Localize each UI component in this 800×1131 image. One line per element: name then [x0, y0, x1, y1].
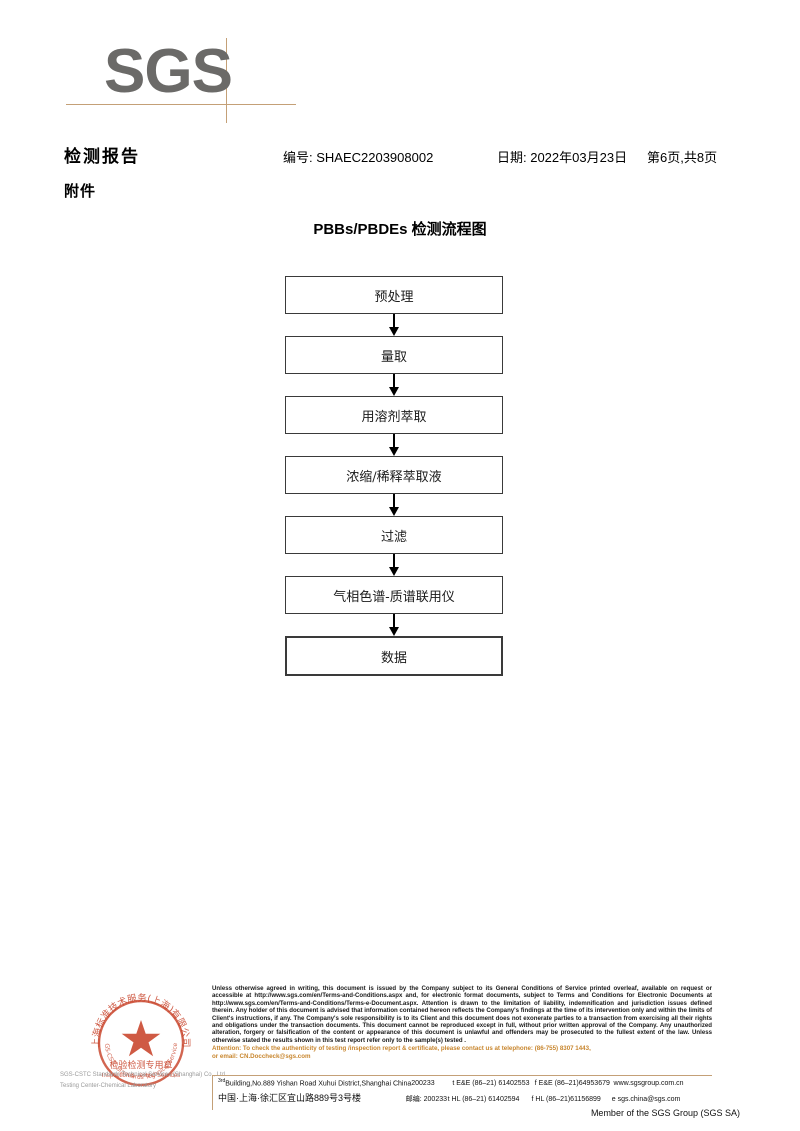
page-title: 检测报告 — [64, 147, 140, 166]
tel-en-1: t E&E (86–21) 61402553 — [452, 1080, 530, 1088]
flow-node-1: 预处理 — [285, 276, 503, 314]
svg-text:检验检测专用章: 检验检测专用章 — [109, 1059, 172, 1071]
seal-underlay-text: SGS-CSTC Standards Technical Services (S… — [60, 1070, 235, 1092]
logo-vertical-rule — [226, 38, 227, 123]
flow-arrow-6 — [285, 614, 503, 636]
flow-arrow-4 — [285, 494, 503, 516]
zip-cn: 邮编: 200233 — [405, 1096, 447, 1103]
address-row-en: 3rdBuilding,No.889 Yishan Road Xuhui Dis… — [212, 1078, 712, 1091]
flow-node-7-label: 数据 — [380, 650, 407, 666]
tel-cn-2: f HL (86–21)61156899 — [531, 1096, 601, 1103]
address-en: 3rdBuilding,No.889 Yishan Road Xuhui Dis… — [212, 1078, 411, 1087]
website-url: www.sgsgroup.com.cn — [613, 1080, 684, 1088]
sgs-logo-text: SGS — [104, 37, 233, 106]
attachment-label: 附件 — [64, 183, 97, 200]
company-seal-stamp: 上海标准技术服务(上海)有限公司 SGS-CSTC Standards Tech… — [60, 988, 227, 1098]
footer-address-block: 3rdBuilding,No.889 Yishan Road Xuhui Dis… — [212, 1075, 712, 1110]
flow-node-6-label: 气相色谱-质谱联用仪 — [333, 589, 455, 605]
flow-arrow-3 — [285, 434, 503, 456]
address-divider — [212, 1076, 213, 1110]
flow-node-1-label: 预处理 — [374, 289, 414, 305]
attention-line-2: or email: CN.Doccheck@sgs.com — [212, 1052, 311, 1060]
flow-node-2: 量取 — [285, 336, 503, 374]
flow-node-6: 气相色谱-质谱联用仪 — [285, 576, 503, 614]
report-date: 日期: 2022年03月23日 — [497, 150, 628, 165]
tel-cn-1: t HL (86–21) 61402594 — [447, 1096, 520, 1103]
email-address: e sgs.china@sgs.com — [611, 1096, 681, 1103]
flow-node-4-label: 浓缩/稀释萃取液 — [346, 469, 442, 485]
address-en-ordinal: 3rd — [218, 1078, 226, 1084]
seal-underlay-line-1: SGS-CSTC Standards Technical Services (S… — [60, 1072, 227, 1078]
svg-text:Inspection & Testing Services: Inspection & Testing Services — [102, 1073, 180, 1079]
sgs-logo: SGS — [66, 37, 296, 123]
zip-en: 200233 — [411, 1080, 435, 1088]
attention-notice: Attention: To check the authenticity of … — [212, 1045, 712, 1060]
logo-horizontal-rule — [66, 104, 296, 105]
disclaimer-text: Unless otherwise agreed in writing, this… — [212, 985, 712, 1044]
seal-underlay-line-2: Testing Center-Chemical Laboratory — [60, 1083, 157, 1089]
flowchart-title: PBBs/PBDEs 检测流程图 — [313, 221, 487, 238]
address-row-cn: 中国·上海·徐汇区宜山路889号3号楼 邮编: 200233 t HL (86–… — [212, 1091, 712, 1105]
attention-line-1: Attention: To check the authenticity of … — [212, 1045, 591, 1053]
flow-arrow-2 — [285, 374, 503, 396]
report-number: 编号: SHAEC2203908002 — [283, 150, 434, 165]
flow-node-7: 数据 — [285, 636, 503, 676]
sgs-group-member-note: Member of the SGS Group (SGS SA) — [590, 1108, 740, 1118]
flow-node-5: 过滤 — [285, 516, 503, 554]
flow-node-4: 浓缩/稀释萃取液 — [285, 456, 503, 494]
seal-graphic: 上海标准技术服务(上海)有限公司 SGS-CSTC Standards Tech… — [86, 988, 191, 1087]
flow-node-3-label: 用溶剂萃取 — [361, 409, 427, 425]
flow-node-2-label: 量取 — [380, 349, 407, 365]
tel-en-2: f E&E (86–21)64953679 — [534, 1080, 610, 1088]
flow-node-3: 用溶剂萃取 — [285, 396, 503, 434]
footer-legal: Unless otherwise agreed in writing, this… — [212, 985, 712, 1060]
page-indicator: 第6页,共8页 — [647, 150, 718, 165]
flow-arrow-1 — [285, 314, 503, 336]
flow-node-5-label: 过滤 — [380, 529, 407, 545]
address-cn: 中国·上海·徐汇区宜山路889号3号楼 — [218, 1093, 362, 1103]
flowchart: 预处理 量取 用溶剂萃取 浓缩/稀释萃取液 过滤 气相色谱-质谱联用仪 数据 — [285, 276, 503, 676]
flow-arrow-5 — [285, 554, 503, 576]
address-en-text: Building,No.889 Yishan Road Xuhui Distri… — [225, 1080, 412, 1088]
